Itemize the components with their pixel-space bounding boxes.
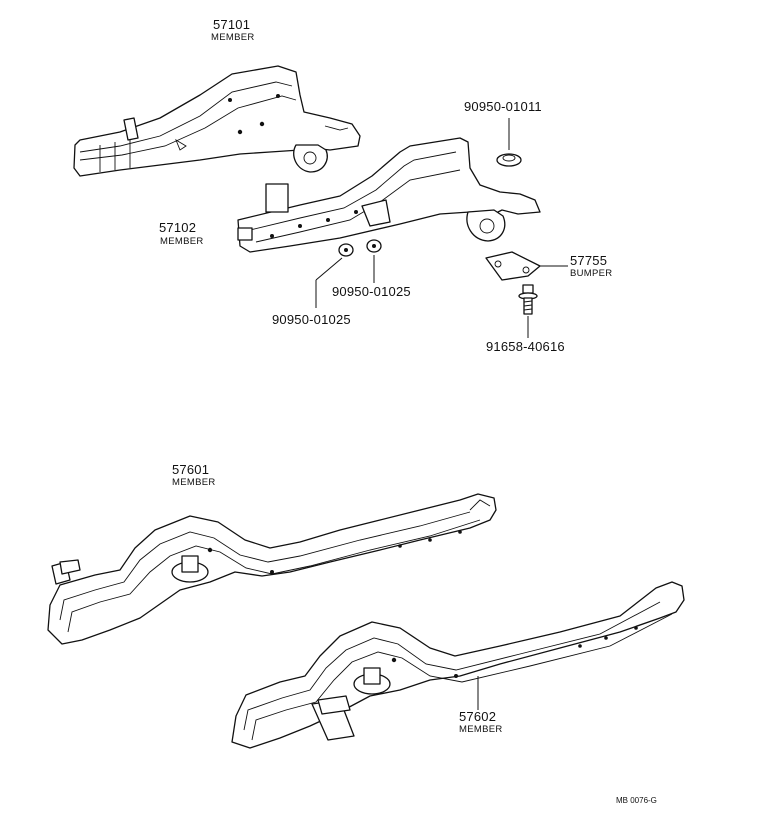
bolt-91658-40616-drawing: [518, 284, 538, 338]
label-57602-number: 57602: [459, 709, 497, 724]
diagram-code: MB 0076-G: [616, 796, 657, 805]
label-57101-number: 57101: [213, 17, 251, 32]
label-90950-01025-right: 90950-01025: [332, 284, 411, 299]
label-57601-name: MEMBER: [172, 477, 216, 488]
grommet-90950-01025-left-drawing: [315, 243, 354, 308]
label-57102-number: 57102: [159, 220, 197, 235]
label-90950-01011: 90950-01011: [464, 99, 542, 114]
label-57755-name: BUMPER: [570, 268, 613, 279]
label-90950-01025-left: 90950-01025: [272, 312, 351, 327]
label-91658-40616: 91658-40616: [486, 339, 565, 354]
member-57602-drawing: [231, 581, 685, 749]
member-57102-drawing: [237, 137, 541, 253]
label-57102-name: MEMBER: [160, 236, 204, 247]
grommet-90950-01025-right-drawing: [366, 239, 382, 283]
label-57101-name: MEMBER: [211, 32, 255, 43]
member-57601-drawing: [47, 493, 497, 645]
label-57602-name: MEMBER: [459, 724, 503, 735]
grommet-90950-01011-drawing: [496, 118, 522, 167]
member-57101-drawing: [73, 65, 361, 177]
label-57755-number: 57755: [570, 253, 608, 268]
bumper-57755-drawing: [485, 251, 568, 281]
label-57601-number: 57601: [172, 462, 210, 477]
